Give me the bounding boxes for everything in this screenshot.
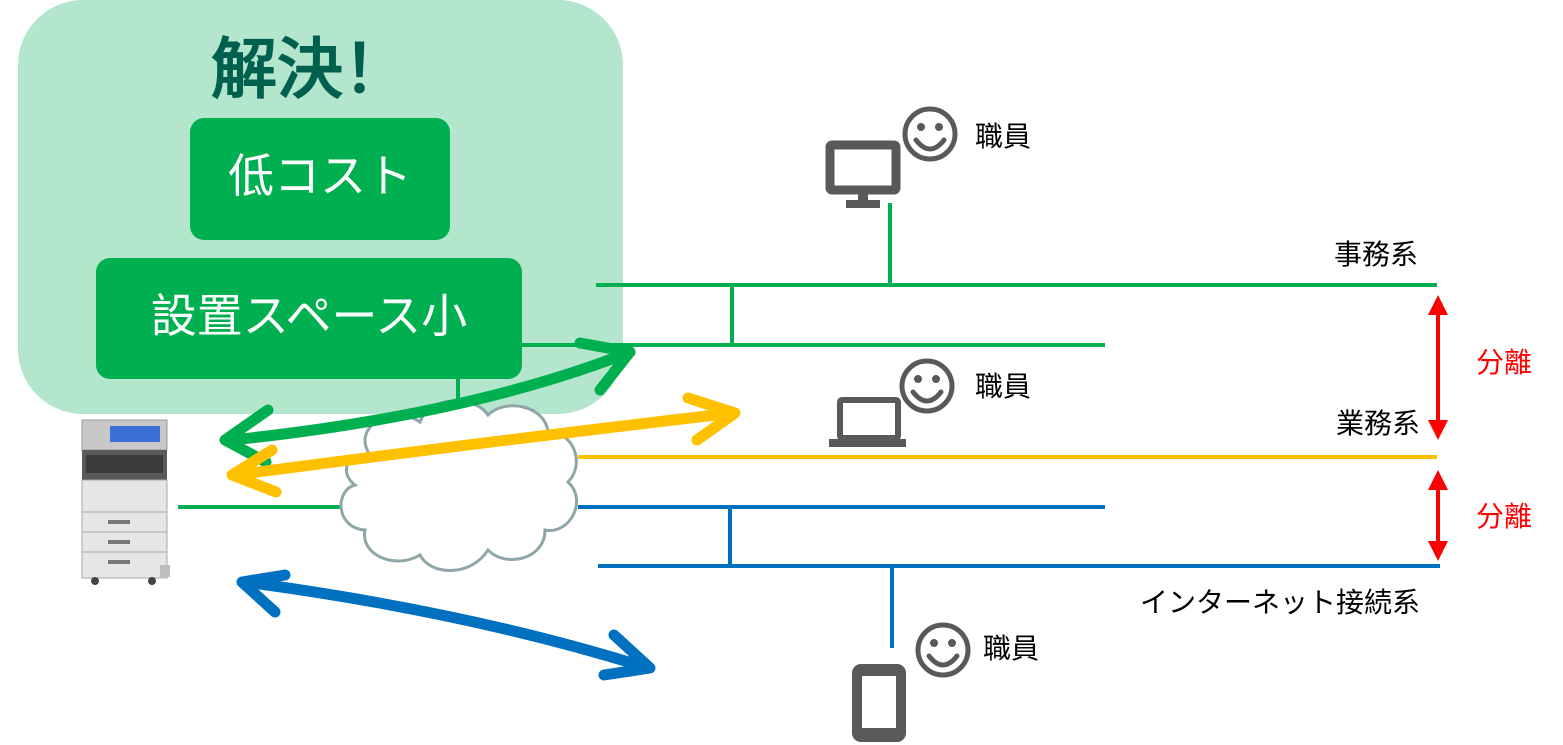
smiley-face-icon bbox=[915, 622, 971, 678]
staff-label-internet: 職員 bbox=[983, 632, 1039, 665]
benefit-box-small-space bbox=[96, 258, 522, 379]
benefit-box-low-cost bbox=[190, 118, 450, 240]
tablet-icon bbox=[852, 664, 906, 742]
smiley-face-icon bbox=[899, 358, 955, 414]
benefit-low-cost: 低コスト bbox=[228, 149, 412, 203]
desktop-monitor-icon bbox=[825, 140, 901, 208]
separation-label-upper: 分離 bbox=[1476, 346, 1532, 379]
internet-access-arrow bbox=[239, 576, 654, 674]
network-label-business: 業務系 bbox=[1336, 407, 1420, 440]
panel-title: 解決！ bbox=[211, 31, 409, 108]
business-access-arrow bbox=[229, 407, 739, 481]
laptop-icon bbox=[829, 397, 906, 447]
staff-label-business: 職員 bbox=[975, 370, 1031, 403]
multifunction-printer-icon bbox=[81, 419, 170, 585]
benefit-small-space: 設置スペース小 bbox=[151, 289, 467, 343]
smiley-face-icon bbox=[902, 106, 958, 162]
network-label-office: 事務系 bbox=[1334, 238, 1418, 271]
office-access-arrow bbox=[226, 346, 636, 446]
staff-label-office: 職員 bbox=[975, 120, 1031, 153]
separation-label-lower: 分離 bbox=[1476, 500, 1532, 533]
cloud-icon bbox=[339, 399, 579, 572]
network-label-internet: インターネット接続系 bbox=[1140, 586, 1420, 619]
